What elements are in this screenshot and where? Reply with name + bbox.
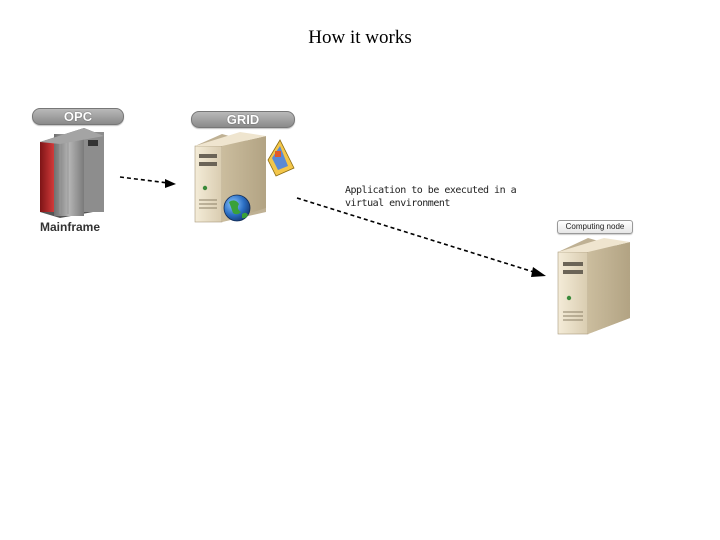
mainframe-caption: Mainframe [40, 220, 101, 234]
grid-badge: GRID [191, 111, 295, 128]
annotation-line-2: virtual environment [345, 198, 450, 209]
annotation-line-1: Application to be executed in a [345, 185, 517, 196]
server-icon [557, 238, 630, 335]
dashed-arrow [119, 176, 176, 188]
dashed-arrow [296, 197, 546, 277]
globe-icon [223, 194, 251, 222]
application-icon [267, 139, 295, 177]
application-annotation: Application to be executed in a virtual … [345, 184, 520, 210]
mainframe-icon [40, 128, 104, 218]
slide-title: How it works [308, 27, 412, 48]
computing-node-badge: Computing node [557, 220, 633, 234]
opc-badge: OPC [32, 108, 124, 125]
server-icon [194, 132, 266, 223]
